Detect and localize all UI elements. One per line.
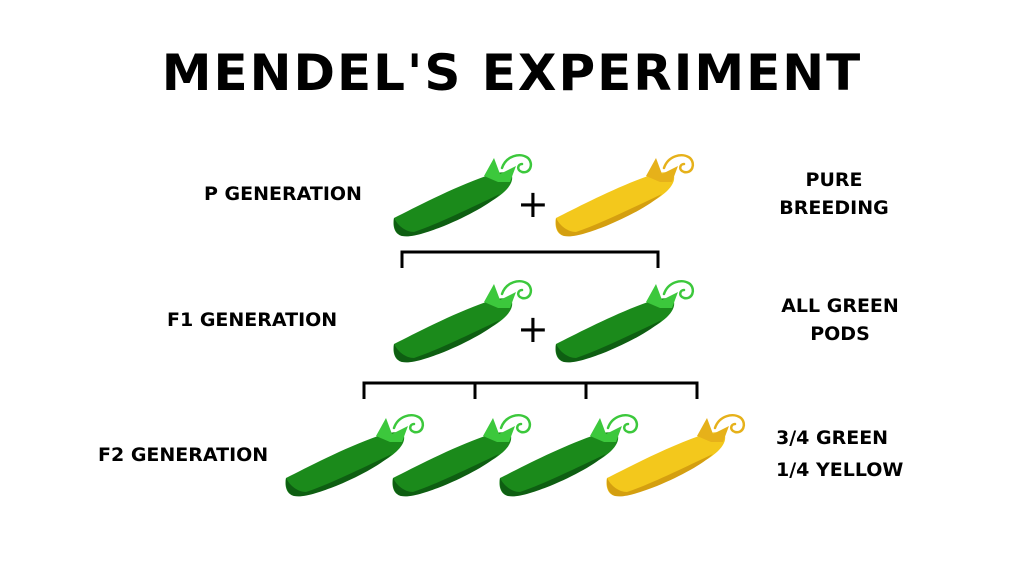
pea-pod-icon [555,280,695,363]
f1-generation-label: F1 GENERATION [167,309,338,331]
f2-generation-note: 3/4 GREEN 1/4 YELLOW [776,422,903,486]
pea-pod-icon [285,414,425,497]
pea-pod-icon [499,414,639,497]
note-line: PODS [810,323,870,345]
f1-cross-plus-sign: + [517,307,549,351]
page-title: MENDEL'S EXPERIMENT [161,44,863,102]
f1-to-f2-bracket [362,381,699,399]
f1-generation-note: ALL GREEN PODS [762,292,918,348]
pea-pod-icon [555,154,695,237]
note-line: 3/4 GREEN [776,427,889,449]
p-to-f1-bracket [400,250,660,268]
p-cross-plus-sign: + [517,182,549,226]
note-line: PURE [805,169,863,191]
note-line: 1/4 YELLOW [776,459,904,481]
f2-generation-label: F2 GENERATION [98,444,269,466]
note-line: ALL GREEN [781,295,899,317]
pea-pod-icon [393,280,533,363]
pea-pod-icon [606,414,746,497]
p-generation-note: PURE BREEDING [760,166,908,222]
pea-pod-icon [392,414,532,497]
note-line: BREEDING [779,197,889,219]
pea-pod-icon [393,154,533,237]
p-generation-label: P GENERATION [204,183,362,205]
